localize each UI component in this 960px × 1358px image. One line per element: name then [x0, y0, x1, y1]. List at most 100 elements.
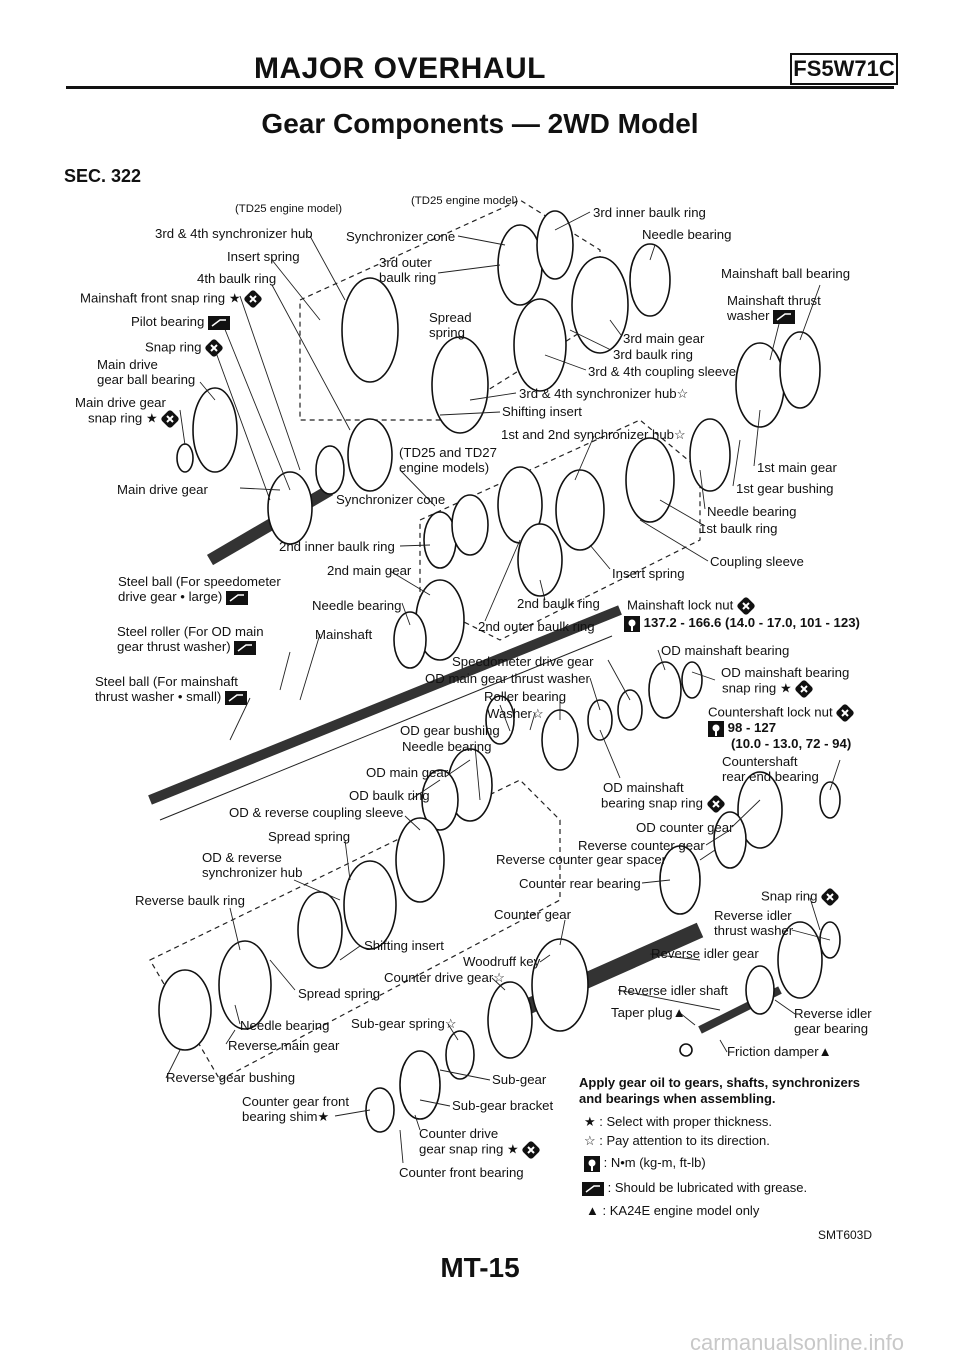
main-drive-gear-ball-bearing	[192, 387, 238, 473]
label-od-ms-bsnap-l1: OD mainshaft	[603, 780, 684, 795]
label-td25-td27-l1: (TD25 and TD27	[399, 445, 497, 460]
label-reverse-main-gear: Reverse main gear	[228, 1038, 340, 1053]
label-spread-spring-d: Spread spring	[298, 986, 381, 1001]
label-od-ms-snap-l1: OD mainshaft bearing	[721, 665, 850, 680]
1st-main-gear	[735, 342, 785, 428]
label-mainshaft-thrust-l2: washer	[727, 308, 796, 324]
od-snap-ring	[681, 661, 703, 699]
od-mainshaft-bearing	[648, 661, 682, 719]
label-countershaft-lock-nut: Countershaft lock nut	[708, 704, 854, 722]
legend-item-grease: : Should be lubricated with grease.	[582, 1180, 807, 1196]
label-synchronizer-cone-a: Synchronizer cone	[346, 229, 456, 244]
torque-wrench-icon	[708, 720, 724, 737]
needle-bearing-top	[629, 243, 671, 317]
direction-icon: ☆	[493, 970, 506, 985]
label-main-drive-l1: Main drive	[97, 357, 158, 372]
label-reverse-idler-shaft: Reverse idler shaft	[618, 983, 728, 998]
direction-icon: ☆	[531, 706, 544, 721]
label-3rd-outer-l1: 3rd outer	[379, 255, 432, 270]
label-main-drive-l2: gear ball bearing	[97, 372, 196, 387]
reverse-baulk-ring	[297, 891, 343, 969]
replace-x-icon	[706, 795, 725, 813]
label-coupling-sleeve: Coupling sleeve	[710, 554, 804, 569]
grease-icon	[234, 640, 257, 655]
label-od-reverse-sleeve: OD & reverse coupling sleeve	[229, 805, 404, 820]
section-number: SEC. 322	[64, 166, 142, 186]
label-pilot-bearing: Pilot bearing	[131, 314, 230, 330]
label-reverse-gear-bushing: Reverse gear bushing	[166, 1070, 296, 1085]
label-od-ms-snap-l2: snap ring ★	[722, 680, 814, 698]
label-shifting-insert-a: Shifting insert	[502, 404, 582, 419]
select-thickness-icon: ★	[506, 1141, 519, 1157]
grease-icon	[224, 690, 247, 705]
label-mainshaft: Mainshaft	[315, 627, 373, 642]
label-mainshaft-lock-nut: Mainshaft lock nut	[627, 597, 755, 615]
direction-icon: ☆	[444, 1016, 457, 1031]
legend-item-select: ★ : Select with proper thickness.	[584, 1114, 772, 1129]
label-counter-drive-gear: Counter drive gear☆	[384, 970, 506, 985]
2nd-baulk-ring	[517, 523, 563, 597]
label-cd-snap-l1: Counter drive	[419, 1126, 499, 1141]
label-2nd-baulk-ring: 2nd baulk ring	[517, 596, 600, 611]
label-steel-ball-l1: Steel ball (For speedometer	[118, 574, 281, 589]
ka24e-only-icon: ▲	[672, 1005, 686, 1020]
label-mainshaft-ball-bearing: Mainshaft ball bearing	[721, 266, 851, 281]
label-sub-gear: Sub-gear	[492, 1072, 547, 1087]
label-1st-main-gear: 1st main gear	[757, 460, 837, 475]
label-reverse-counter-gear-spacer: Reverse counter gear spacer	[496, 852, 667, 867]
label-3rd-main-gear: 3rd main gear	[623, 331, 705, 346]
label-2nd-outer-baulk-ring: 2nd outer baulk ring	[478, 619, 595, 634]
counter-gear-front-shim	[365, 1087, 395, 1133]
replace-x-icon	[821, 888, 839, 906]
reverse-idler-gear	[777, 921, 823, 999]
label-1st-baulk-ring: 1st baulk ring	[699, 521, 778, 536]
replace-x-icon	[161, 410, 180, 428]
label-1st-2nd-sync-hub: 1st and 2nd synchronizer hub☆	[501, 427, 686, 442]
label-3rd-baulk-ring: 3rd baulk ring	[613, 347, 693, 362]
direction-icon: ☆	[674, 427, 686, 442]
figure-code: SMT603D	[818, 1228, 873, 1242]
synchronizer-cone-b	[347, 418, 393, 492]
label-spread-spring-c: Spread spring	[268, 829, 351, 844]
mainshaft-ball-bearing	[779, 331, 821, 409]
label-rev-idler-gb-l1: Reverse idler	[794, 1006, 872, 1021]
direction-icon: ☆	[584, 1133, 596, 1148]
speedometer-drive-gear	[617, 689, 643, 731]
replace-x-icon	[522, 1141, 541, 1159]
label-rev-idler-tw-l2: thrust washer	[714, 923, 794, 938]
od-thrust-washer	[587, 699, 613, 741]
label-od-rev-hub-l1: OD & reverse	[202, 850, 282, 865]
select-thickness-icon: ★	[145, 410, 158, 426]
label-od-thrust-washer: OD main gear thrust washer	[425, 671, 590, 686]
label-reverse-idler-gear: Reverse idler gear	[651, 946, 759, 961]
label-needle-bearing-d: Needle bearing	[402, 739, 492, 754]
sync-hub-lower	[431, 336, 489, 434]
label-od-main-gear: OD main gear	[366, 765, 449, 780]
label-td25-a: (TD25 engine model)	[235, 203, 342, 215]
od-counter-gear	[737, 771, 783, 849]
label-cg-front-shim-l1: Counter gear front	[242, 1094, 350, 1109]
synchronizer-cone	[497, 224, 543, 306]
replace-x-icon	[244, 290, 262, 308]
3rd-main-gear	[571, 256, 629, 354]
label-torque-countershaft-b: (10.0 - 13.0, 72 - 94)	[731, 736, 852, 751]
reverse-gear-bushing	[158, 969, 212, 1051]
label-washer: Washer☆	[487, 706, 544, 721]
label-td25-td27-l2: engine models)	[399, 460, 490, 475]
label-rev-idler-tw-l1: Reverse idler	[714, 908, 792, 923]
torque-wrench-icon	[624, 615, 640, 632]
legend-note-line2: and bearings when assembling.	[579, 1091, 776, 1106]
needle-bearing-b	[689, 418, 731, 492]
label-needle-bearing-a: Needle bearing	[642, 227, 732, 242]
label-counter-rear-bearing: Counter rear bearing	[519, 876, 641, 891]
grease-icon	[225, 590, 248, 605]
synchronizer-cone-c	[451, 494, 489, 556]
label-md-snap-l1: Main drive gear	[75, 395, 166, 410]
3rd-4th-synchronizer-hub	[341, 277, 399, 383]
label-sub-gear-spring: Sub-gear spring☆	[351, 1016, 457, 1031]
label-1st-gear-bushing: 1st gear bushing	[736, 481, 834, 496]
label-cs-rear-l1: Countershaft	[722, 754, 798, 769]
label-steel-roller-l2: gear thrust washer)	[117, 639, 257, 655]
label-roller-bearing: Roller bearing	[484, 689, 567, 704]
label-3rd-4th-sync-hub: 3rd & 4th synchronizer hub	[155, 226, 313, 241]
